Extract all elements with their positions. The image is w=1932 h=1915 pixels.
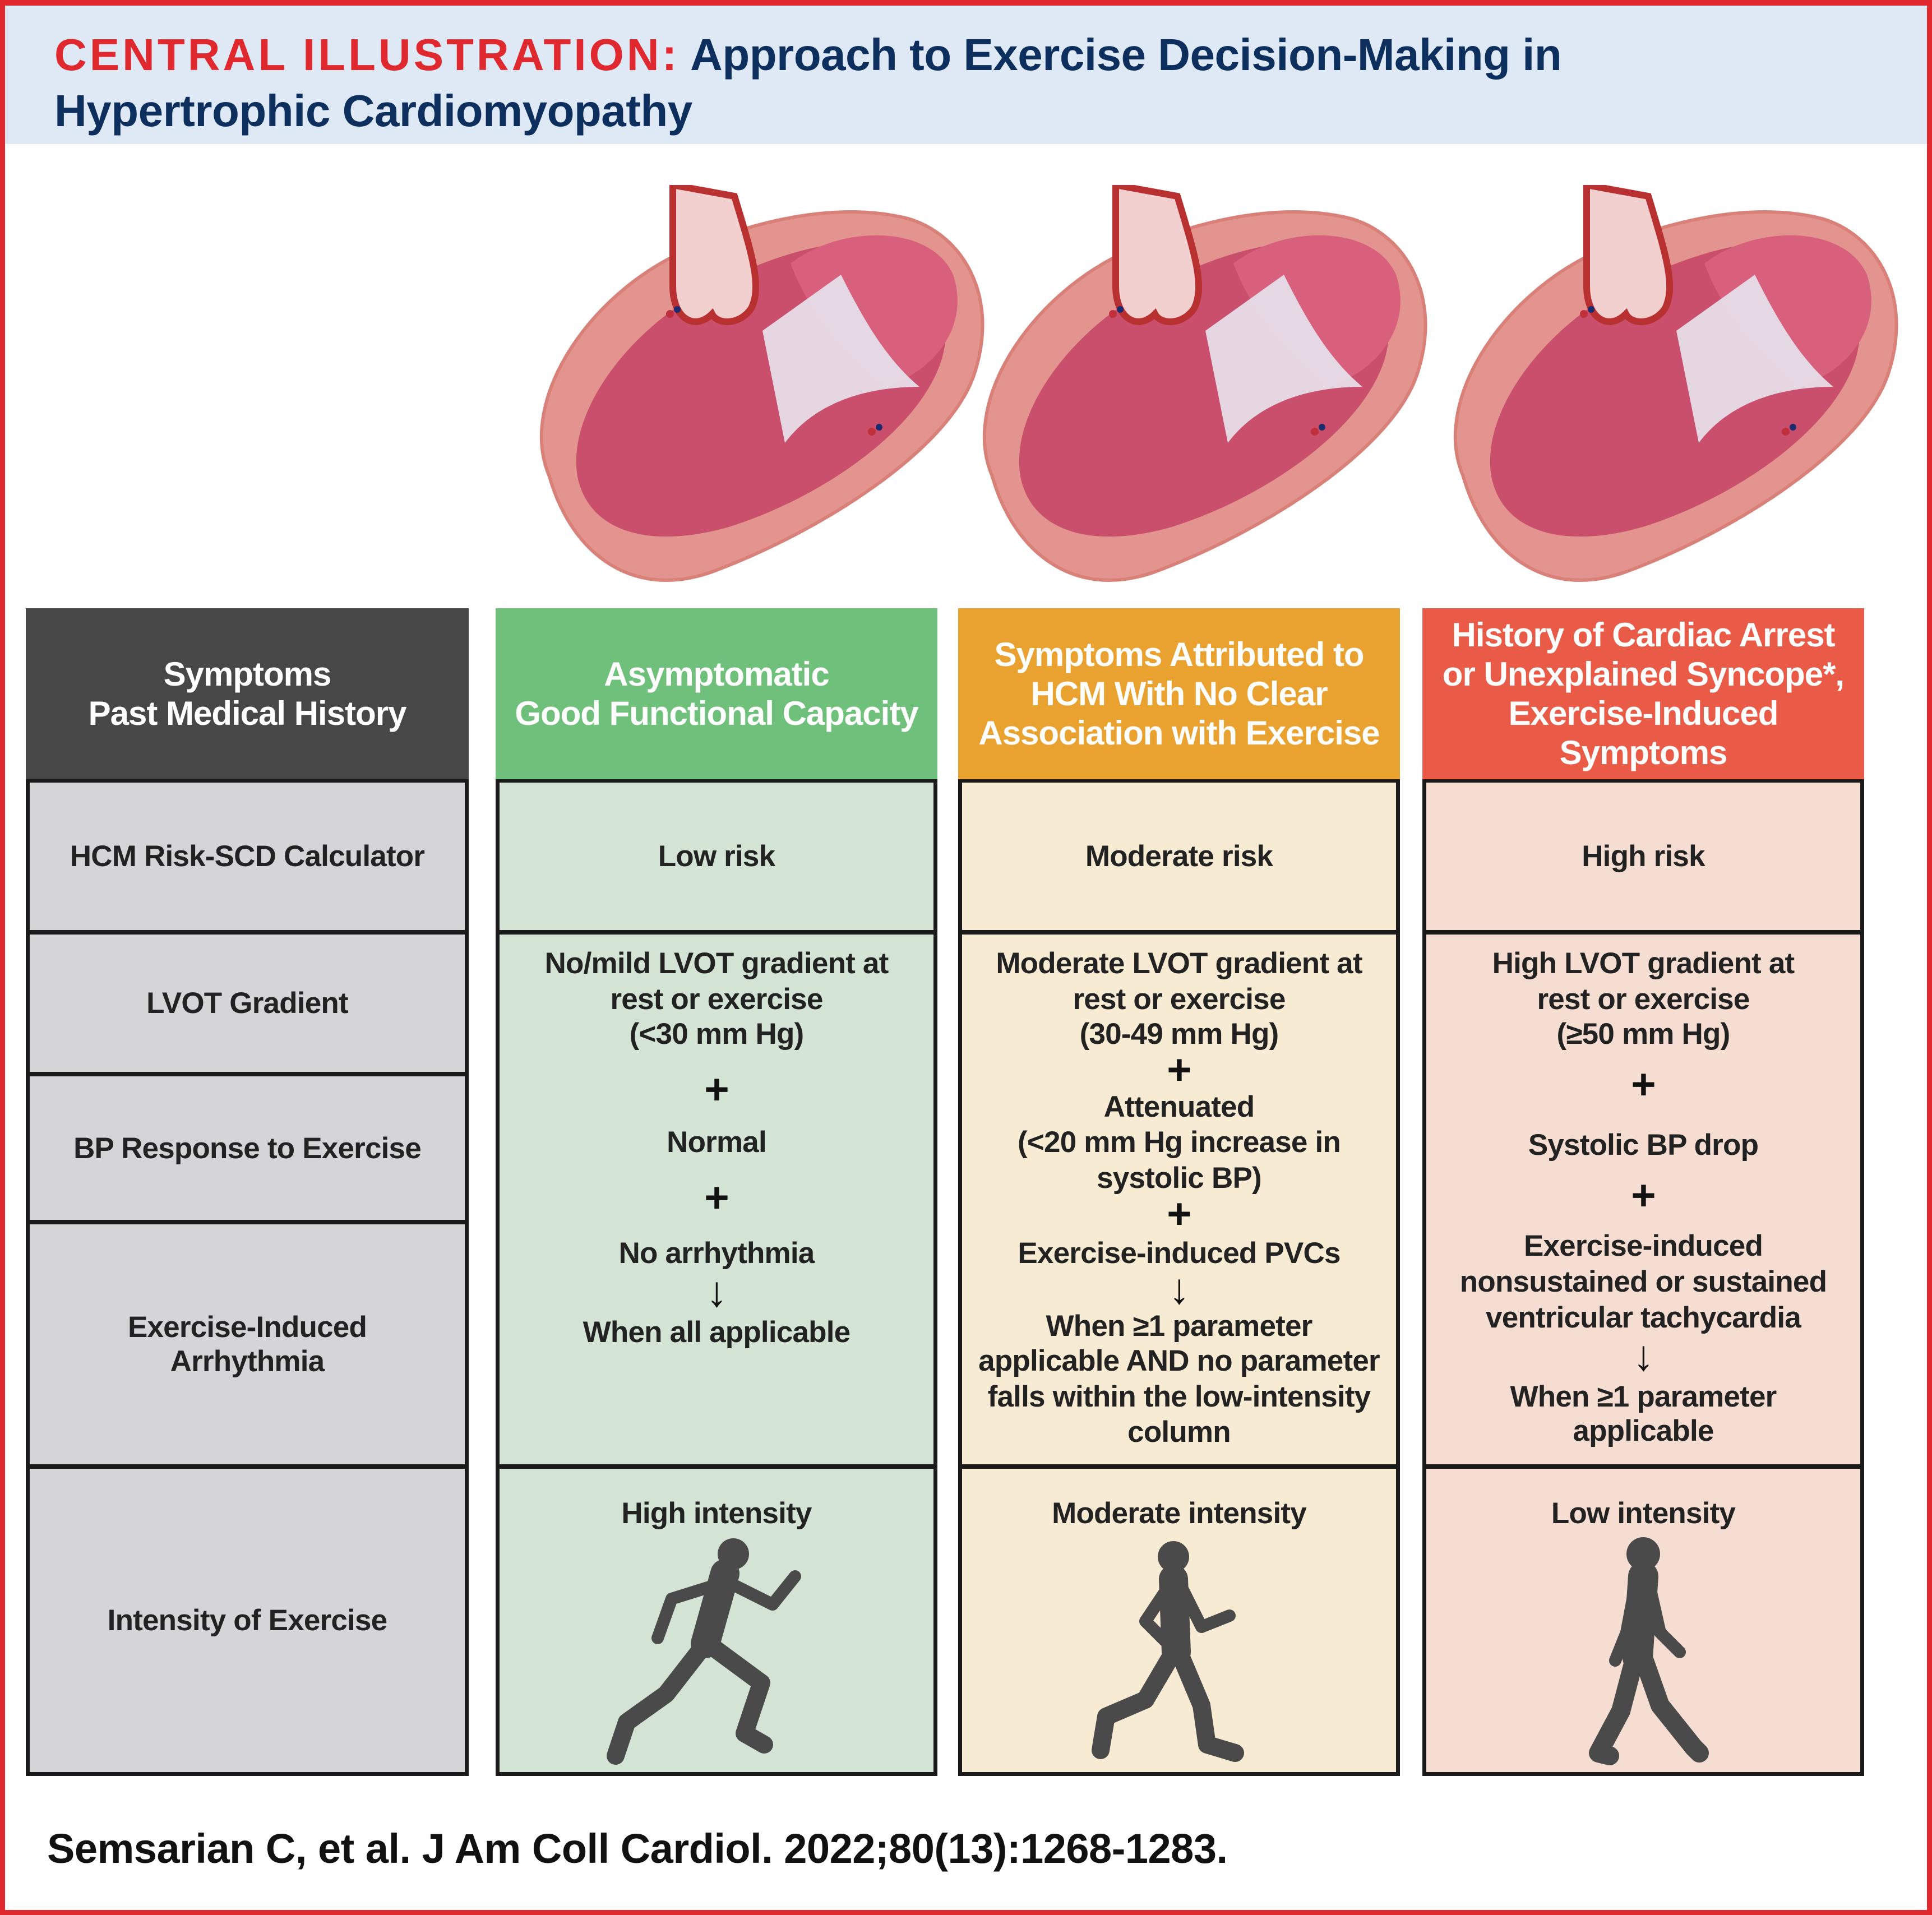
criteria-row-risk-calculator: HCM Risk-SCD Calculator	[26, 779, 469, 934]
criteria-row-intensity: Intensity of Exercise	[26, 1465, 469, 1776]
detail-line: Moderate LVOT gradient at	[996, 947, 1362, 980]
detail-line: rest or exercise	[1537, 983, 1750, 1016]
central-illustration-label: CENTRAL ILLUSTRATION:	[54, 30, 680, 80]
criteria-label: Intensity of Exercise	[107, 1604, 387, 1637]
parameters-cell: Moderate LVOT gradient at rest or exerci…	[958, 931, 1400, 1468]
page-title: CENTRAL ILLUSTRATION: Approach to Exerci…	[54, 27, 1848, 139]
intensity-cell: Moderate intensity	[958, 1465, 1400, 1776]
detail-line: Systolic BP drop	[1528, 1128, 1759, 1162]
detail-line: (≥50 mm Hg)	[1556, 1017, 1731, 1051]
detail-line: (30-49 mm Hg)	[1079, 1017, 1279, 1051]
detail-line: When ≥1 parameter	[1510, 1380, 1777, 1413]
header-line: Association with Exercise	[978, 714, 1380, 752]
plus-icon: +	[704, 1174, 729, 1222]
header-line: Exercise-Induced	[1508, 694, 1779, 732]
detail-line: nonsustained or sustained	[1459, 1265, 1827, 1298]
heart-illustrations	[527, 185, 1912, 594]
arrow-down-icon: ↓	[1168, 1265, 1190, 1313]
heart-illustration-1	[542, 185, 983, 580]
criteria-row-arrhythmia: Exercise-Induced Arrhythmia	[26, 1221, 469, 1468]
intensity-label: Moderate intensity	[1052, 1497, 1307, 1530]
detail-line: When ≥1 parameter	[1046, 1310, 1313, 1343]
header-line: or Unexplained Syncope*,	[1442, 655, 1845, 693]
detail-line: ventricular tachycardia	[1486, 1301, 1801, 1334]
criteria-row-lvot: LVOT Gradient	[26, 931, 469, 1076]
risk-cell: Moderate risk	[958, 779, 1400, 934]
detail-line: rest or exercise	[610, 983, 823, 1016]
criteria-header-line: Symptoms	[163, 655, 332, 693]
criteria-label: Exercise-Induced Arrhythmia	[127, 1311, 367, 1378]
title-line-2: Hypertrophic Cardiomyopathy	[54, 86, 692, 136]
intensity-cell: Low intensity	[1422, 1465, 1864, 1776]
header-line: History of Cardiac Arrest	[1452, 616, 1836, 654]
detail-line: systolic BP)	[1097, 1162, 1262, 1195]
jogging-figure-icon	[1092, 1541, 1244, 1762]
title-line-1: Approach to Exercise Decision-Making in	[690, 30, 1562, 80]
arrow-down-icon: ↓	[1633, 1332, 1654, 1380]
header-line: Good Functional Capacity	[515, 694, 918, 732]
intensity-cell: High intensity	[496, 1465, 937, 1776]
header-line: Symptoms	[1559, 733, 1728, 771]
risk-cell: Low risk	[496, 779, 937, 934]
citation: Semsarian C, et al. J Am Coll Cardiol. 2…	[47, 1825, 1228, 1872]
detail-line: (<30 mm Hg)	[629, 1017, 805, 1051]
title-band: CENTRAL ILLUSTRATION: Approach to Exerci…	[5, 6, 1927, 144]
plus-icon: +	[704, 1066, 729, 1113]
heart-illustration-3	[1455, 185, 1897, 580]
plus-icon: +	[1631, 1172, 1656, 1219]
detail-line: High LVOT gradient at	[1492, 947, 1795, 980]
header-line: Symptoms Attributed to	[994, 635, 1364, 673]
detail-line: No/mild LVOT gradient at	[544, 947, 889, 980]
criteria-label: LVOT Gradient	[146, 987, 348, 1020]
detail-line: Normal	[667, 1126, 767, 1159]
parameters-cell: High LVOT gradient at rest or exercise (…	[1422, 931, 1864, 1468]
plus-icon: +	[1167, 1046, 1191, 1094]
risk-level: Moderate risk	[1085, 840, 1273, 873]
detail-line: No arrhythmia	[618, 1237, 815, 1270]
parameters-cell: No/mild LVOT gradient at rest or exercis…	[496, 931, 937, 1468]
detail-line: falls within the low-intensity	[987, 1380, 1371, 1413]
risk-level: High risk	[1582, 840, 1705, 873]
plus-icon: +	[1167, 1190, 1191, 1238]
intensity-label: High intensity	[621, 1497, 812, 1530]
criteria-label: HCM Risk-SCD Calculator	[70, 840, 425, 873]
header-line: Asymptomatic	[604, 655, 829, 693]
detail-line: column	[1127, 1416, 1231, 1449]
detail-line: Exercise-induced	[1523, 1229, 1763, 1262]
running-figure-icon	[607, 1538, 801, 1765]
detail-line: rest or exercise	[1073, 983, 1286, 1016]
risk-cell: High risk	[1422, 779, 1864, 934]
detail-line: Attenuated	[1103, 1090, 1255, 1123]
intensity-label: Low intensity	[1551, 1497, 1736, 1530]
walking-figure-icon	[1589, 1537, 1709, 1765]
arrow-down-icon: ↓	[706, 1268, 727, 1316]
detail-line: applicable AND no parameter	[978, 1344, 1380, 1377]
header-line: HCM With No Clear	[1030, 674, 1328, 713]
criteria-label: BP Response to Exercise	[73, 1131, 422, 1165]
detail-line: When all applicable	[583, 1316, 851, 1349]
detail-line: (<20 mm Hg increase in	[1018, 1126, 1341, 1159]
detail-line: applicable	[1573, 1414, 1714, 1447]
heart-illustration-2	[985, 185, 1426, 580]
detail-line: Exercise-induced PVCs	[1018, 1237, 1341, 1270]
criteria-header-line: Past Medical History	[88, 694, 407, 732]
risk-level: Low risk	[658, 840, 775, 873]
criteria-row-bp: BP Response to Exercise	[26, 1073, 469, 1224]
plus-icon: +	[1631, 1061, 1656, 1108]
